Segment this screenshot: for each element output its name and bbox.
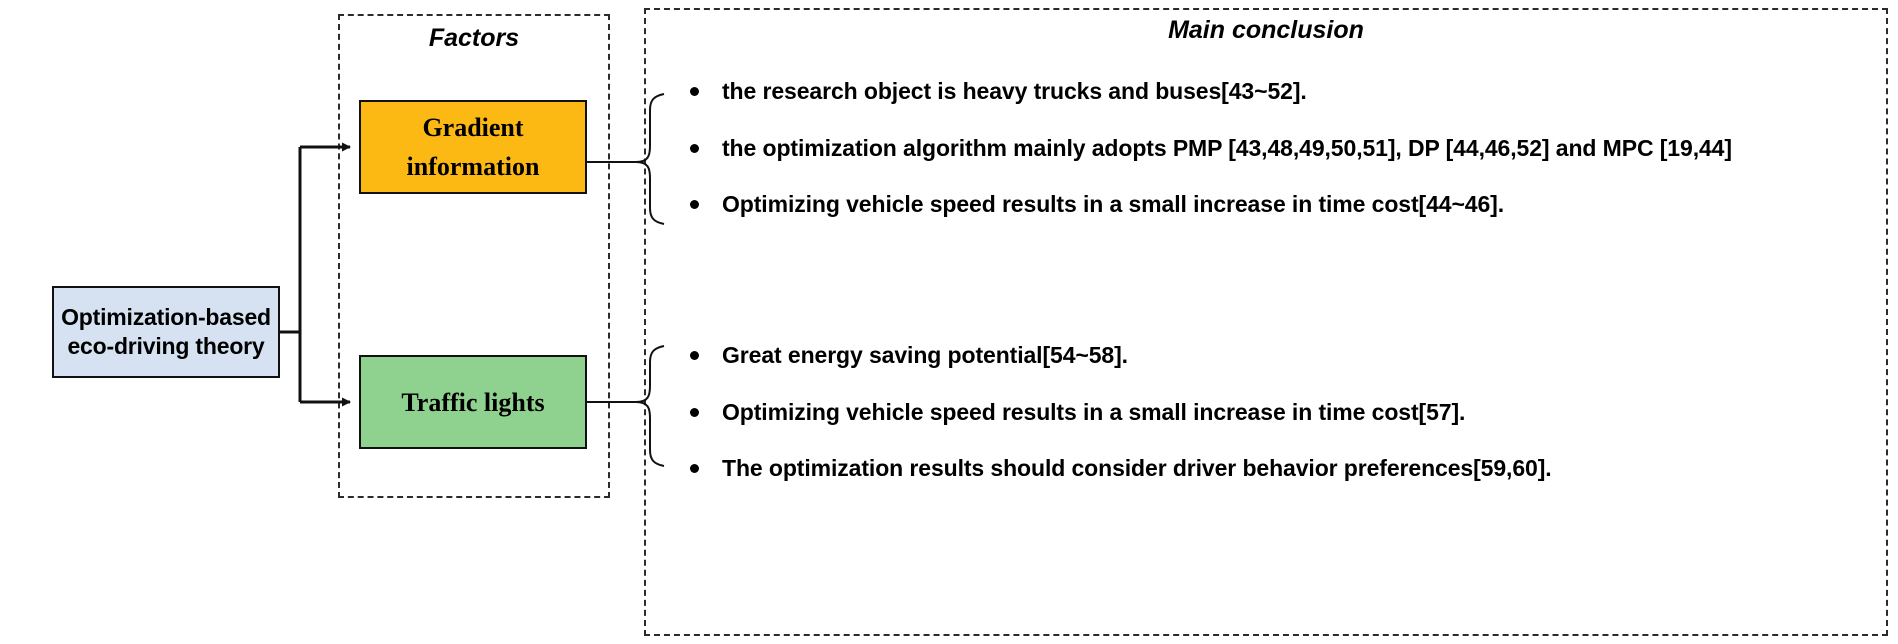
factors-panel-title: Factors — [428, 24, 520, 52]
bullet-dot-icon — [690, 200, 699, 210]
factor-gradient-label-line1: Gradient — [422, 113, 524, 142]
list-item: the optimization algorithm mainly adopts… — [686, 133, 1816, 164]
list-item-text: Great energy saving potential[54~58]. — [722, 342, 1128, 368]
conclusion-list-traffic: Great energy saving potential[54~58]. Op… — [686, 340, 1816, 484]
list-item: Optimizing vehicle speed results in a sm… — [686, 189, 1816, 220]
factor-box-gradient-information: Gradient information — [359, 100, 587, 194]
list-item: Great energy saving potential[54~58]. — [686, 340, 1816, 371]
list-item-text: the research object is heavy trucks and … — [722, 78, 1307, 104]
bullet-dot-icon — [690, 87, 699, 96]
source-box-optimization-theory: Optimization-based eco-driving theory — [52, 286, 280, 378]
factors-panel — [338, 14, 610, 498]
list-item-text: the optimization algorithm mainly adopts… — [722, 134, 1732, 161]
bullet-dot-icon — [690, 143, 699, 153]
list-item: Optimizing vehicle speed results in a sm… — [686, 397, 1816, 428]
source-box-label-line2: eco-driving theory — [67, 333, 265, 359]
factor-gradient-label-line2: information — [406, 152, 540, 181]
list-item-text: The optimization results should consider… — [722, 455, 1552, 482]
factor-traffic-label-line1: Traffic lights — [401, 387, 545, 417]
factor-box-traffic-lights: Traffic lights — [359, 355, 587, 449]
list-item-text: Optimizing vehicle speed results in a sm… — [722, 398, 1466, 425]
bullet-dot-icon — [690, 464, 699, 474]
conclusion-panel — [644, 8, 1888, 636]
bullet-dot-icon — [690, 407, 699, 417]
bullet-dot-icon — [690, 351, 699, 360]
source-box-label-line1: Optimization-based — [61, 304, 271, 331]
list-item: the research object is heavy trucks and … — [686, 76, 1816, 107]
list-item-text: Optimizing vehicle speed results in a sm… — [722, 191, 1505, 218]
conclusion-panel-title: Main conclusion — [1168, 16, 1364, 44]
conclusion-list-gradient: the research object is heavy trucks and … — [686, 76, 1816, 220]
list-item: The optimization results should consider… — [686, 453, 1816, 484]
